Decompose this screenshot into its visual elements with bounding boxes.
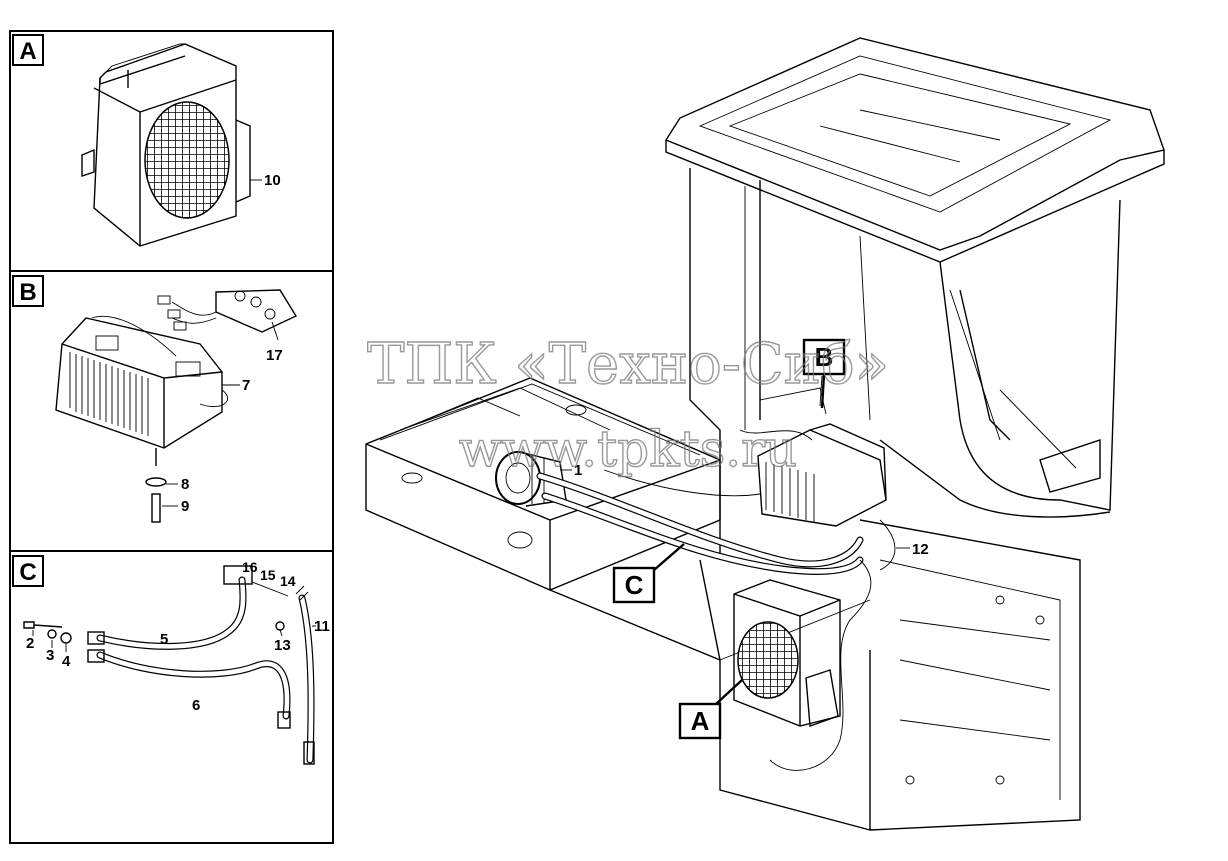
callout-c: C xyxy=(612,543,685,604)
part-7-label: 7 xyxy=(242,377,250,394)
part-3-label: 3 xyxy=(46,647,54,664)
cab-drawing xyxy=(664,37,1165,831)
part-16-label: 16 xyxy=(242,559,258,575)
cab-evaporator-drawing xyxy=(739,375,887,527)
svg-text:A: A xyxy=(19,38,36,65)
part-9-label: 9 xyxy=(181,498,189,515)
part-8-label: 8 xyxy=(181,476,189,493)
svg-text:A: A xyxy=(691,706,710,736)
frame-condenser-drawing xyxy=(733,579,841,727)
svg-text:C: C xyxy=(625,570,644,600)
panel-b-label: B xyxy=(12,275,44,307)
main-hoses-drawing xyxy=(536,469,910,771)
part-1-label: 1 xyxy=(574,462,582,479)
part-12-label: 12 xyxy=(912,541,929,558)
part-10-label: 10 xyxy=(264,172,281,189)
part-11-label: 11 xyxy=(314,618,330,635)
hose-assembly-drawing xyxy=(23,565,316,765)
panel-c-label: C xyxy=(12,555,44,587)
part-13-label: 13 xyxy=(274,637,291,654)
panel-a-label: A xyxy=(12,34,44,66)
svg-text:C: C xyxy=(19,559,36,586)
watermark-company: ТПК «Техно-Сиб» xyxy=(367,332,889,397)
part-15-label: 15 xyxy=(260,567,276,583)
svg-text:B: B xyxy=(19,279,36,306)
part-6-label: 6 xyxy=(192,697,200,714)
part-2-label: 2 xyxy=(26,635,34,652)
part-5-label: 5 xyxy=(160,631,168,648)
callout-b: B xyxy=(802,338,846,409)
svg-text:B: B xyxy=(815,342,834,372)
part-14-label: 14 xyxy=(280,573,296,589)
evaporator-unit-drawing xyxy=(55,289,298,523)
panel-c-frame xyxy=(9,550,334,844)
condenser-unit-drawing xyxy=(81,43,262,247)
callout-a: A xyxy=(678,679,743,740)
part-4-label: 4 xyxy=(62,653,71,670)
watermark-url: www.tpkts.ru xyxy=(459,420,798,478)
part-17-label: 17 xyxy=(266,347,283,364)
